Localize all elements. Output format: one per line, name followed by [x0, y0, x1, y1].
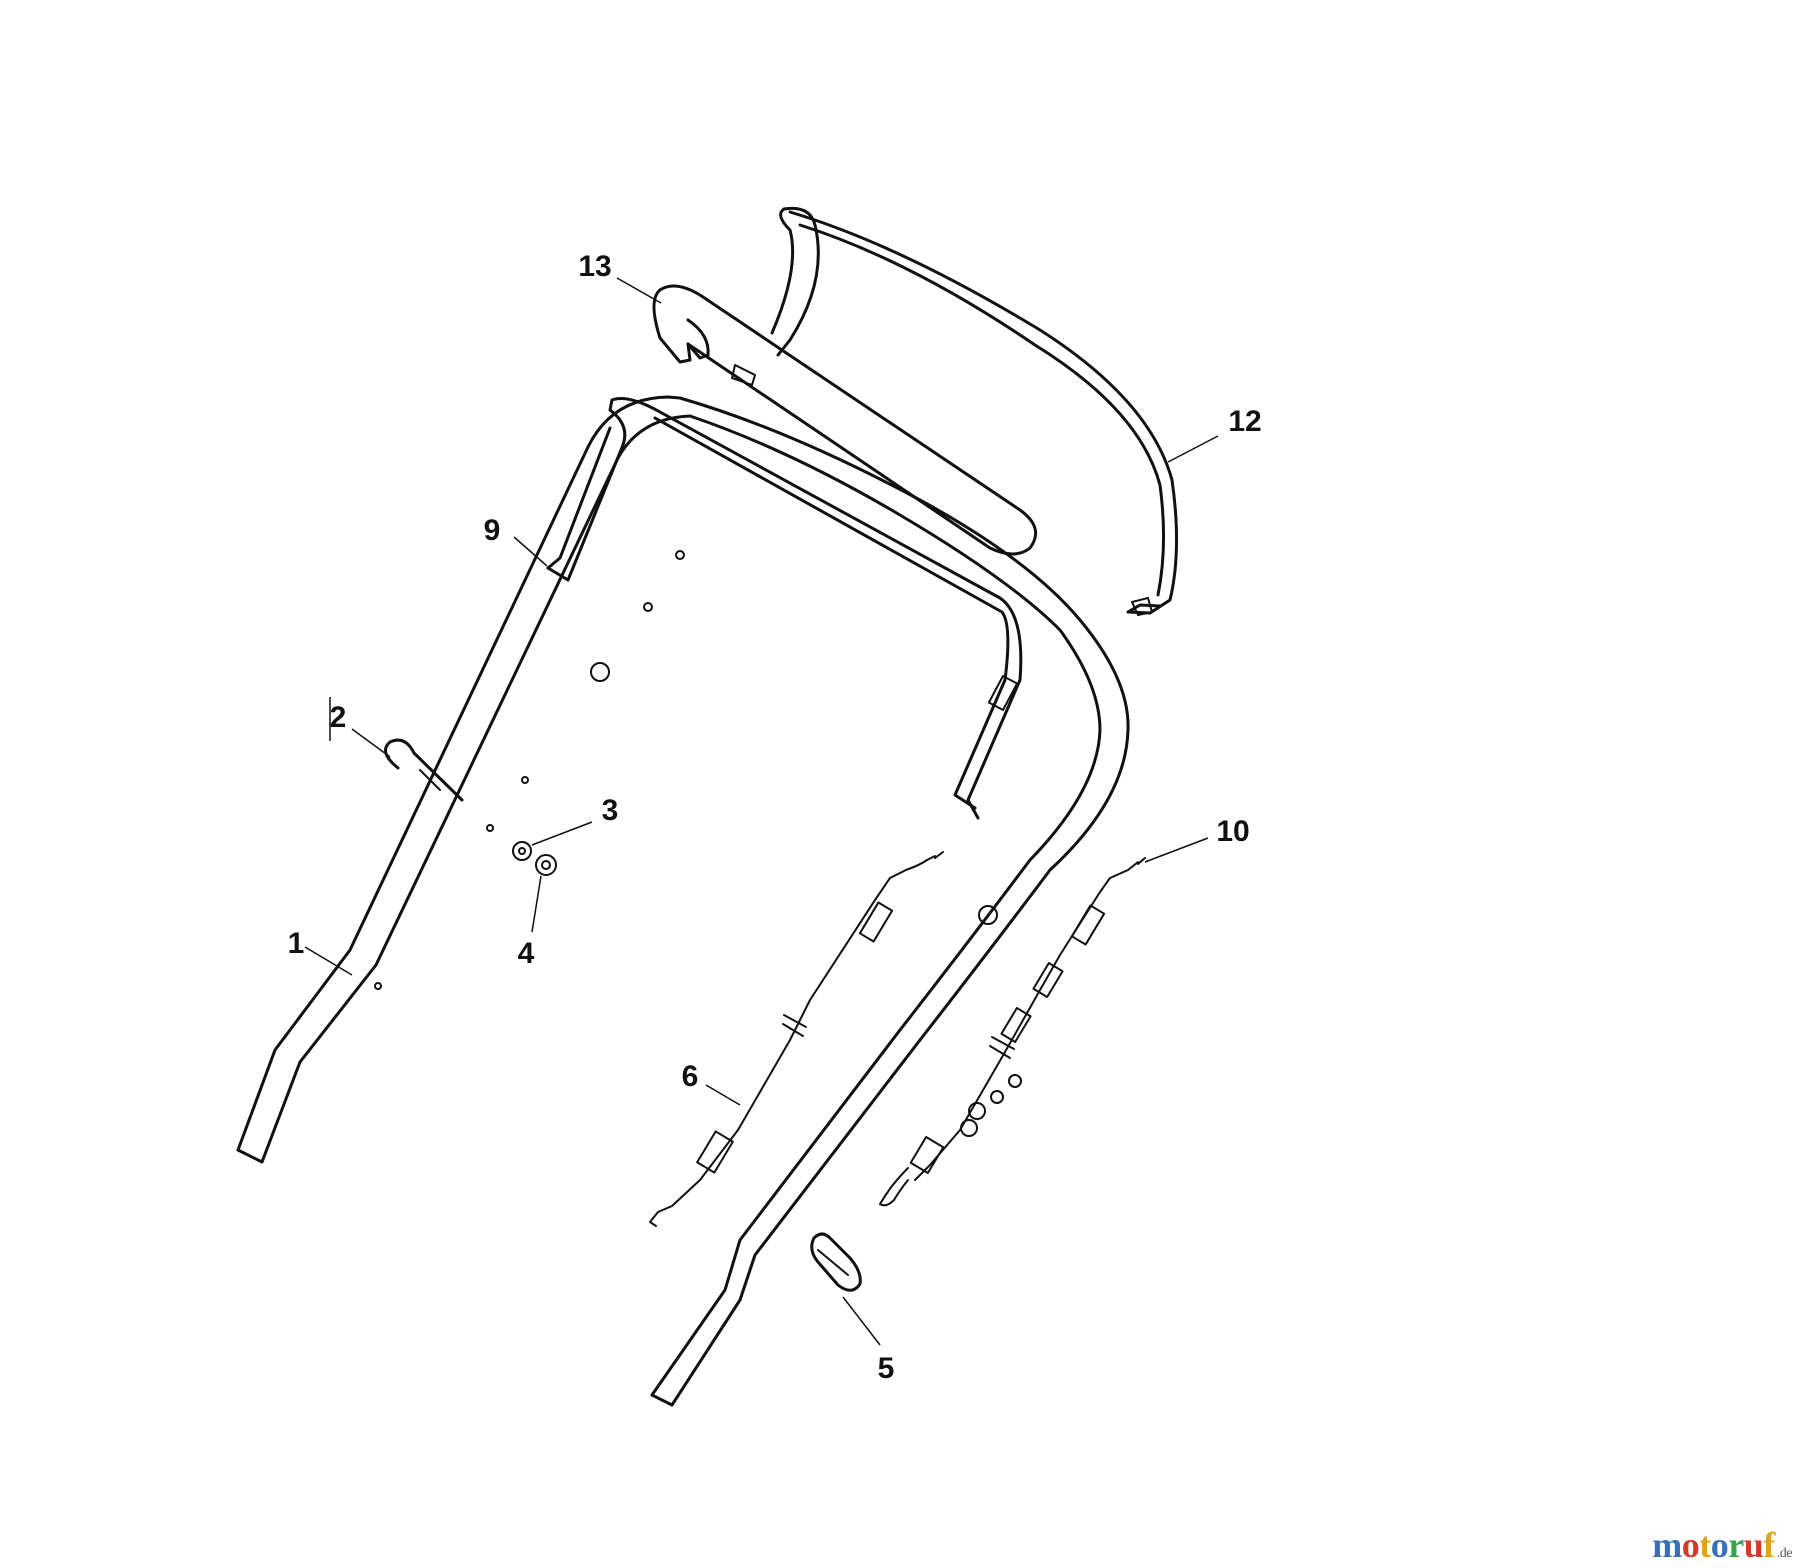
- part-6-control-cable: [649, 851, 944, 1227]
- callout-9: 9: [484, 514, 501, 547]
- watermark-letter: o: [1710, 1525, 1729, 1565]
- callout-4: 4: [518, 937, 535, 970]
- part-12-upper-bail-bar: [770, 206, 1219, 616]
- watermark-letter: m: [1652, 1525, 1682, 1565]
- watermark-letter: u: [1743, 1525, 1764, 1565]
- part-13-handle-grip: [616, 277, 1038, 556]
- part-3-washer: [512, 821, 593, 861]
- part-1-lower-handle-tube: [236, 395, 1130, 1407]
- watermark-letter: r: [1728, 1525, 1744, 1565]
- watermark-tld: .de: [1776, 1546, 1793, 1561]
- motoruf-watermark-logo: motoruf.de: [1652, 1524, 1792, 1566]
- watermark-letter: f: [1763, 1525, 1775, 1565]
- callout-2: 2: [330, 701, 347, 734]
- callout-labels: 1 2 3 4 5 6 9 10 12 13: [288, 250, 1262, 1385]
- callout-1: 1: [288, 927, 305, 960]
- part-4-nut: [531, 854, 557, 933]
- callout-13: 13: [578, 250, 611, 283]
- part-9-lower-bail-bar: [513, 397, 1023, 820]
- callout-12: 12: [1228, 405, 1261, 438]
- callout-5: 5: [878, 1352, 895, 1385]
- callout-3: 3: [602, 794, 619, 827]
- part-5-cable-clip: [810, 1232, 881, 1346]
- callout-10: 10: [1216, 815, 1249, 848]
- part-10-drive-cable: [879, 837, 1209, 1207]
- watermark-letter: t: [1699, 1525, 1711, 1565]
- callout-6: 6: [682, 1060, 699, 1093]
- part-2-hook-bolt: [329, 697, 464, 802]
- watermark-letter: o: [1681, 1525, 1700, 1565]
